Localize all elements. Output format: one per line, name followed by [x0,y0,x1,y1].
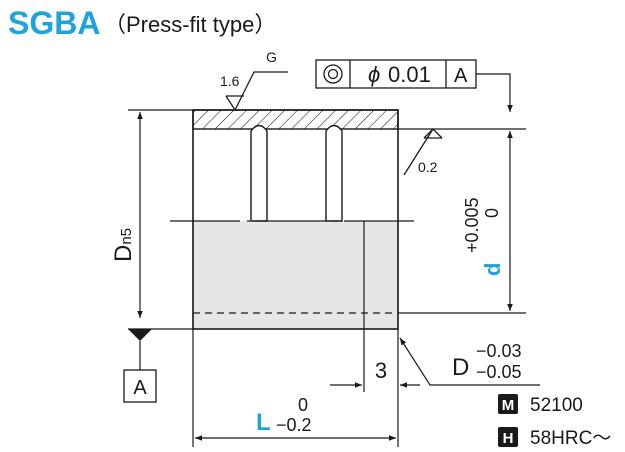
datum-triangle-icon [128,329,152,341]
datum-label: A [133,377,147,399]
chamfer-length: 3 [375,358,387,383]
inner-diameter-tol-upper: +0.005 [462,197,482,253]
part-subtitle: （Press-fit type） [104,12,276,37]
tolerance-leader [476,73,513,112]
tolerance-frame [315,59,477,89]
chamfer-dimension [330,329,420,392]
length-label: L [256,409,271,436]
bushing-body [192,109,399,330]
datum-box [123,369,157,403]
hardness-value: 58HRC～ [530,428,611,449]
length-tol-upper: 0 [298,395,308,415]
concentricity-icon [323,64,343,84]
surface-roughness-side: 0.2 [418,159,438,175]
outer-diameter-label: Dn5 [110,228,137,262]
hardness-badge-icon: H [498,427,518,447]
length-dimension [192,329,399,447]
surface-process-top: G [266,49,277,65]
flange-tol-upper: −0.03 [476,341,522,361]
inner-diameter-dimension [398,128,526,314]
svg-text:M: M [502,397,515,414]
surface-roughness-top: 1.6 [220,73,240,89]
material-value: 52100 [530,395,583,416]
flange-diameter-label: D [452,354,469,381]
length-tol-lower: −0.2 [276,415,312,435]
outer-diameter-dimension [128,109,193,330]
diameter-symbol: ϕ [368,62,380,87]
surface-finish-top-icon [225,71,288,112]
flange-tol-lower: −0.05 [476,362,522,382]
tolerance-value: 0.01 [388,62,431,87]
part-code: SGBA [8,5,100,41]
oil-groove-right [325,124,343,222]
inner-diameter-label: d [480,263,505,276]
tolerance-datum: A [454,65,468,87]
flange-diameter-leader [399,337,540,386]
inner-diameter-tol-lower: 0 [482,208,502,218]
svg-text:H: H [503,430,514,447]
oil-groove-left [250,124,268,222]
material-badge-icon: M [498,394,518,414]
